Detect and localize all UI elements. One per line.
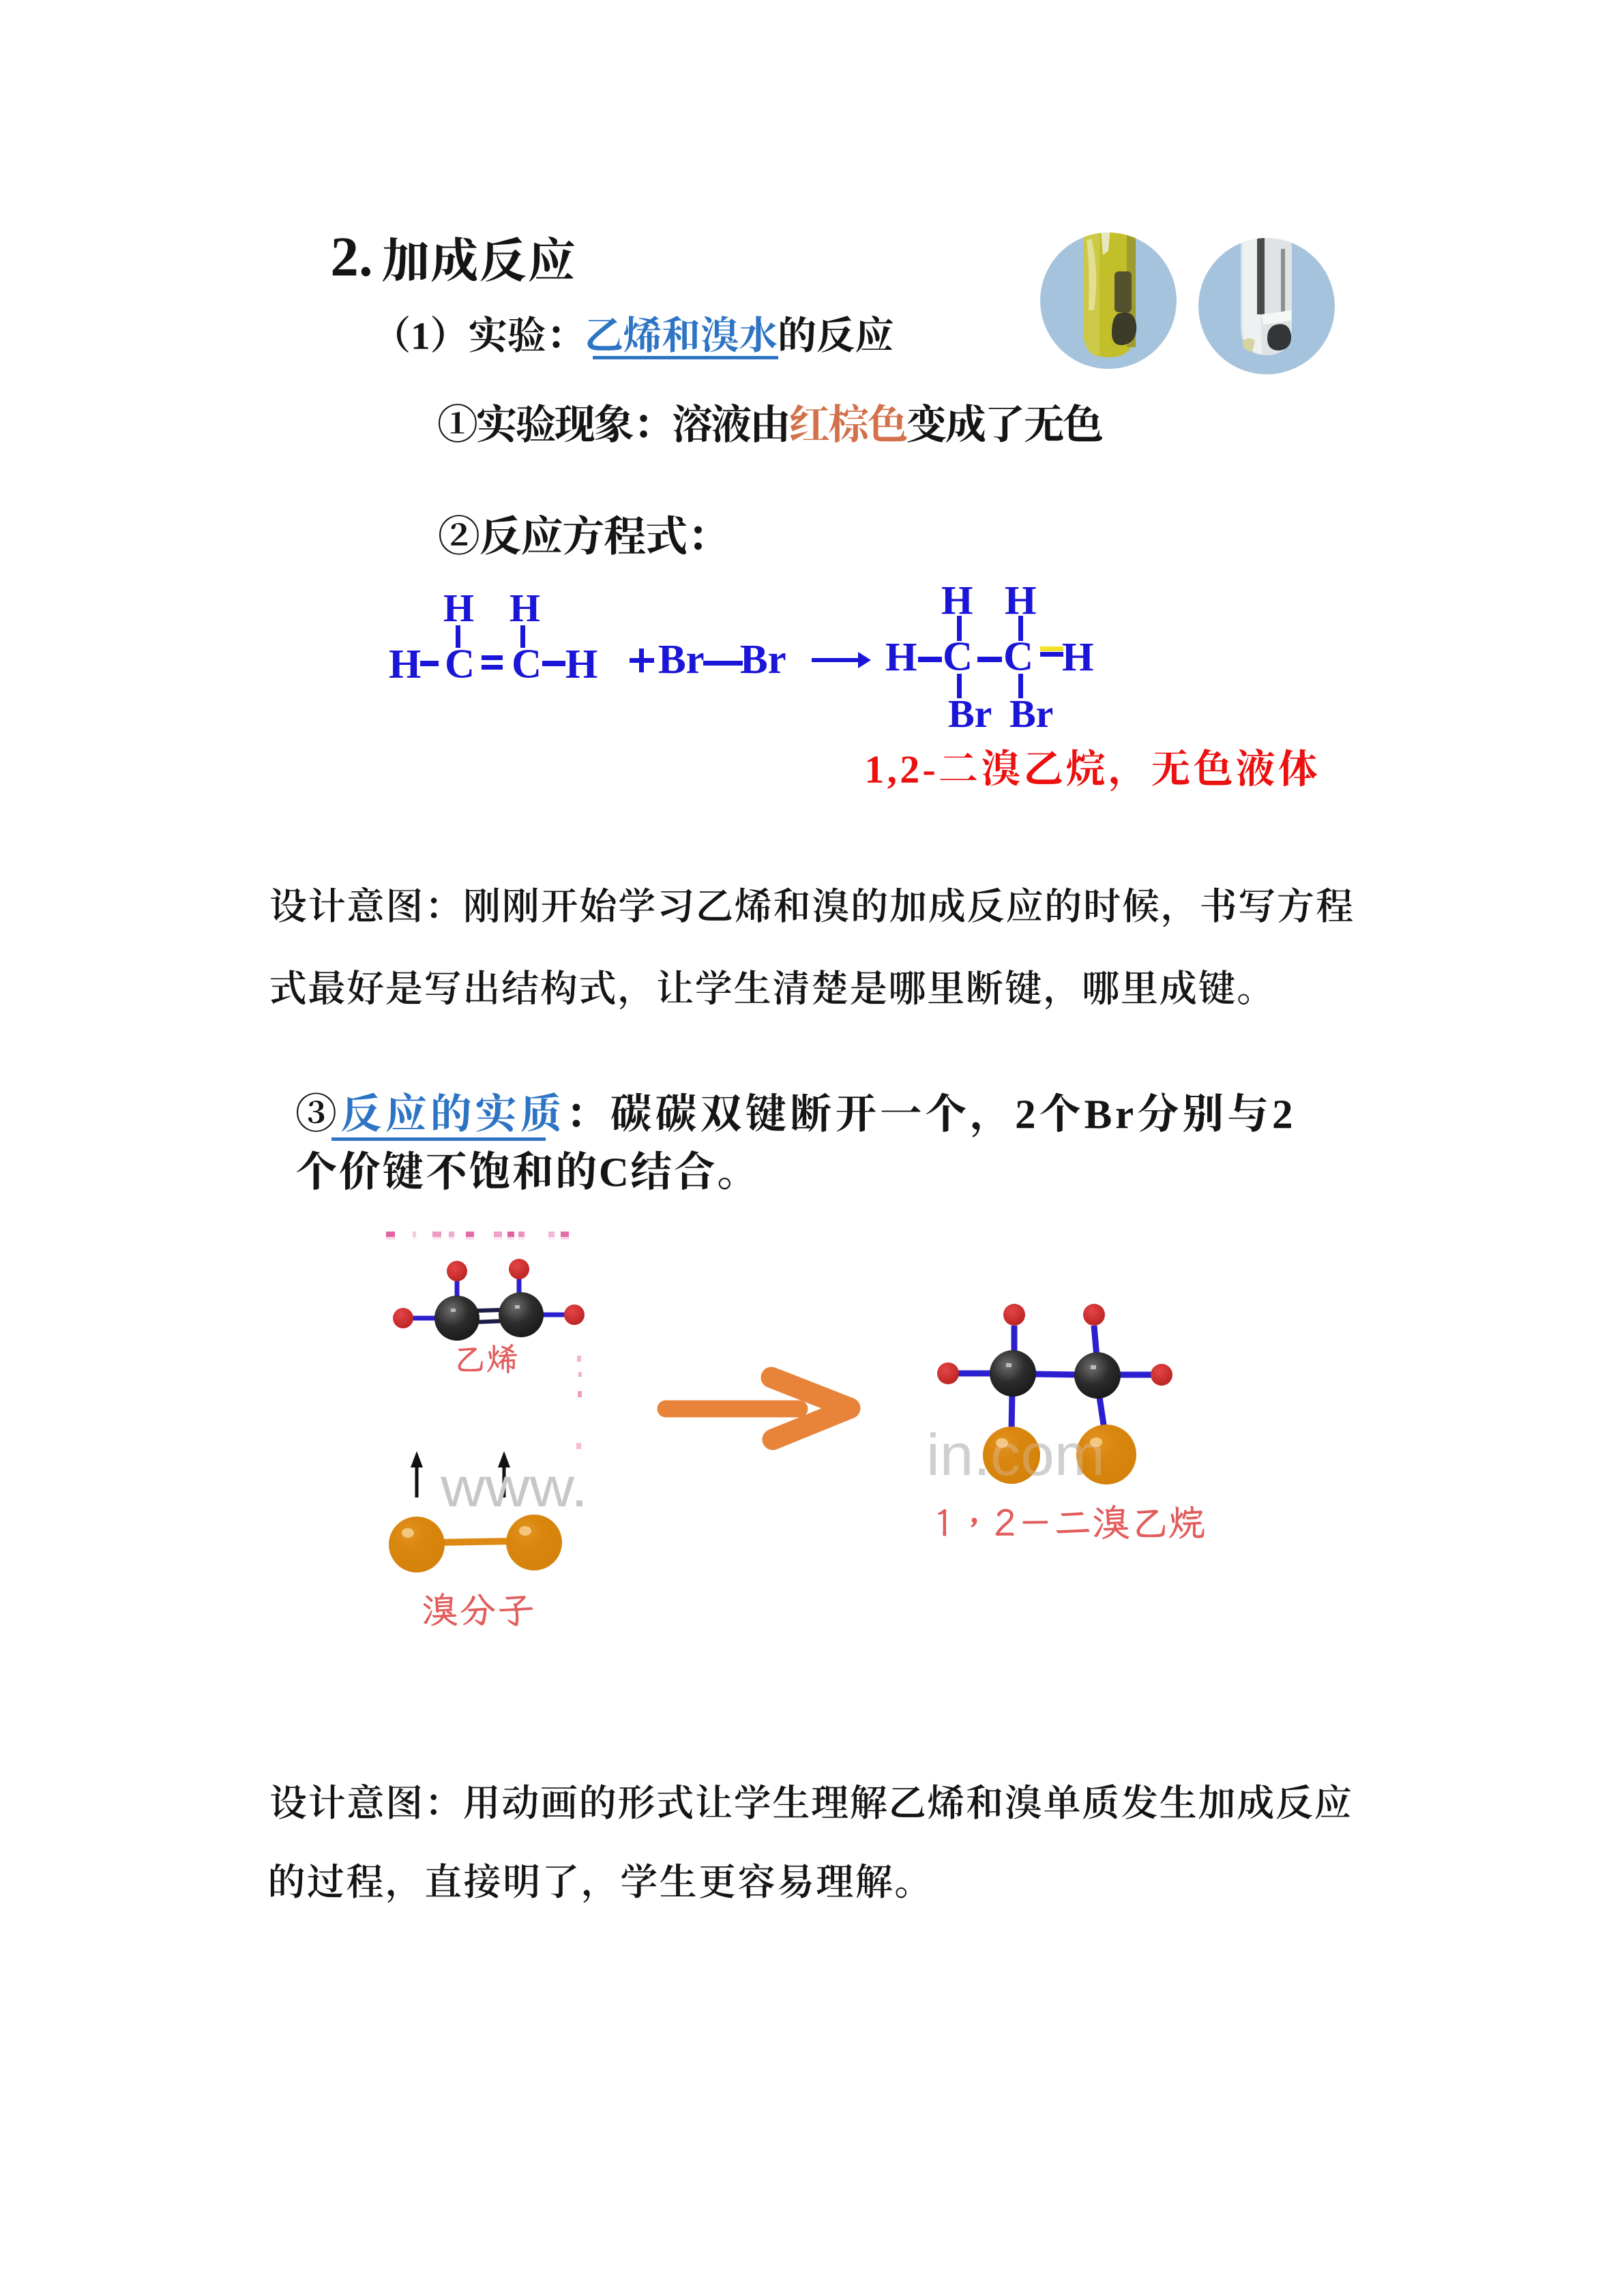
svg-text:in.com: in.com xyxy=(926,1422,1105,1488)
svg-text:www.: www. xyxy=(440,1457,588,1519)
